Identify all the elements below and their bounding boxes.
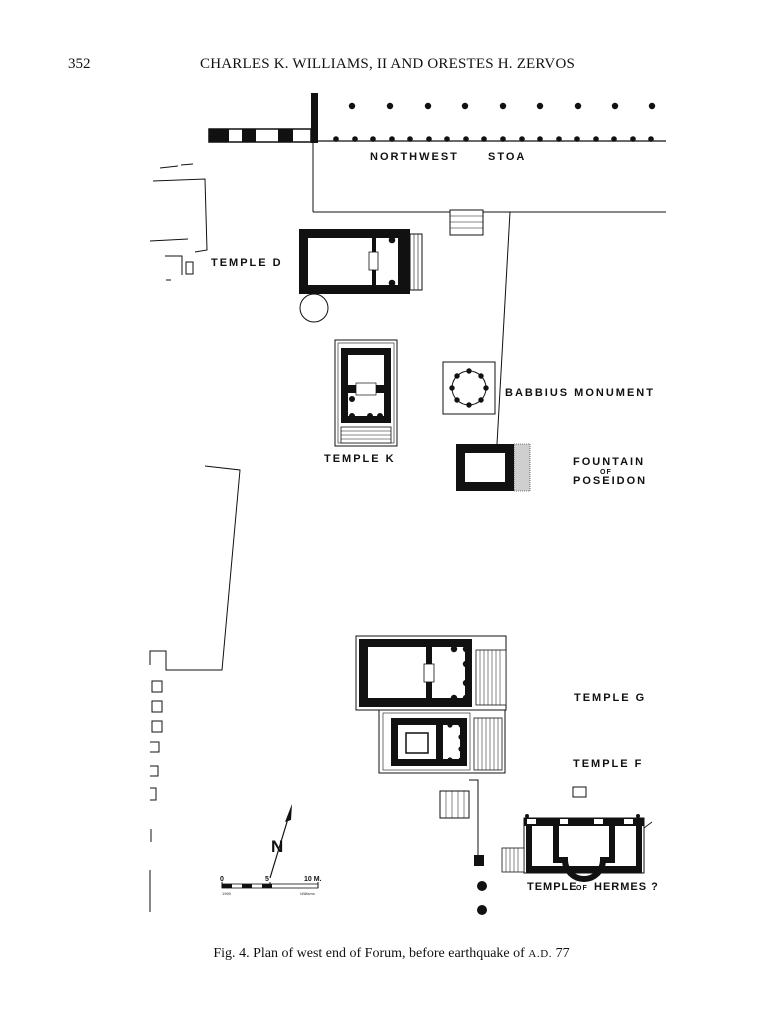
- road-line: [496, 211, 511, 445]
- label-temple-k: TEMPLE K: [324, 453, 396, 465]
- label-temple-d: TEMPLE D: [211, 257, 283, 269]
- fountain-of-poseidon: FOUNTAIN OF POSEIDON: [456, 443, 647, 492]
- label-fountain: FOUNTAIN: [573, 456, 645, 468]
- north-steps: [449, 209, 484, 236]
- stoa-outer-colonnade: [333, 136, 654, 142]
- temple-of-hermes: TEMPLE OF HERMES ?: [501, 814, 659, 893]
- label-temple-f: TEMPLE F: [573, 758, 643, 770]
- label-babbius: BABBIUS MONUMENT: [505, 387, 655, 399]
- caption-year: 77: [555, 946, 570, 961]
- label-hermes-temple: TEMPLE: [527, 881, 578, 893]
- caption-body: 4. Plan of west end of Forum, before ear…: [239, 946, 525, 961]
- column-drum-1: [477, 881, 487, 891]
- page-number: 352: [68, 56, 91, 72]
- pier-block: [474, 855, 484, 866]
- north-letter: N: [271, 837, 283, 856]
- connecting-wall: [469, 779, 479, 858]
- label-fountain-of: OF: [600, 469, 612, 476]
- west-walls-upper: [149, 163, 208, 281]
- label-stoa: STOA: [488, 151, 526, 163]
- running-head: CHARLES K. WILLIAMS, II AND ORESTES H. Z…: [200, 56, 576, 72]
- round-monument: [299, 293, 329, 323]
- drafting-signature: Williams: [300, 891, 315, 896]
- temple-g: TEMPLE G: [355, 635, 646, 711]
- figure-caption: Fig. 4. Plan of west end of Forum, befor…: [0, 946, 783, 962]
- label-northwest: NORTHWEST: [370, 151, 459, 163]
- label-poseidon: POSEIDON: [573, 475, 647, 487]
- label-hermes-name: HERMES ?: [594, 881, 659, 893]
- caption-prefix: Fig.: [213, 946, 236, 961]
- small-base: [572, 786, 587, 798]
- temple-f: TEMPLE F: [378, 709, 643, 774]
- caption-era: A.D.: [528, 948, 553, 960]
- stoa-inner-colonnade: [348, 102, 656, 110]
- steps-southwest: [439, 790, 470, 819]
- temple-k: TEMPLE K: [324, 339, 398, 465]
- scale-tick-10: 10 M.: [304, 876, 322, 883]
- scale-bar: 0 5 10 M. 1969 Williams: [220, 876, 322, 896]
- scale-tick-5: 5: [265, 876, 269, 883]
- northwest-stoa: NORTHWEST STOA: [208, 93, 666, 213]
- column-drum-2: [477, 905, 487, 915]
- drafting-year: 1969: [222, 891, 232, 896]
- babbius-monument: BABBIUS MONUMENT: [442, 361, 655, 415]
- north-arrow: N: [269, 804, 292, 879]
- west-walls-lower: [149, 465, 241, 912]
- label-temple-g: TEMPLE G: [574, 692, 646, 704]
- scale-tick-0: 0: [220, 876, 224, 883]
- temple-d: TEMPLE D: [211, 229, 423, 294]
- label-hermes-of: OF: [576, 885, 588, 892]
